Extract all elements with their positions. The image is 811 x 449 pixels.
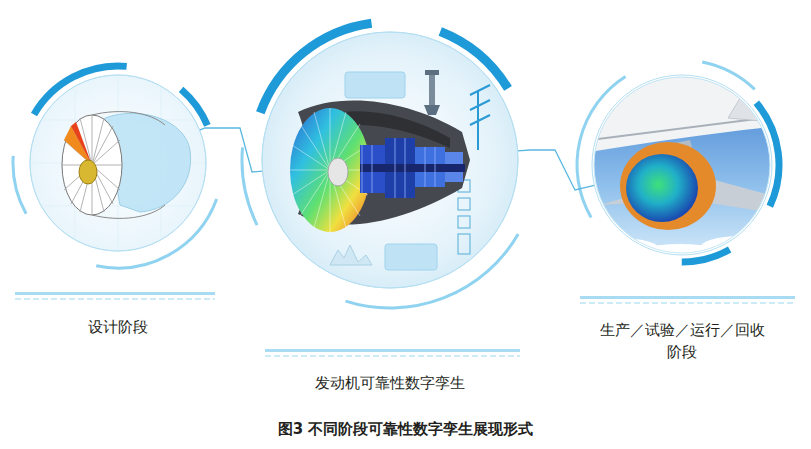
base-bar bbox=[580, 296, 795, 299]
twin-illustration bbox=[188, 0, 592, 362]
ui-buttons bbox=[458, 198, 470, 210]
ring-arc bbox=[545, 28, 811, 301]
ring-arc bbox=[0, 28, 253, 297]
tower-icon bbox=[429, 75, 435, 105]
cloud bbox=[580, 238, 660, 262]
operation-illustration bbox=[539, 22, 811, 309]
engine-inlet bbox=[626, 154, 698, 222]
ring-arc bbox=[0, 30, 251, 295]
figure-caption: 图3 不同阶段可靠性数字孪生展现形式 bbox=[0, 420, 811, 439]
twin-illustration bbox=[262, 32, 518, 288]
connector-line bbox=[200, 128, 263, 172]
info-panel bbox=[385, 244, 437, 270]
blade-row bbox=[362, 138, 435, 198]
connector-line bbox=[518, 150, 595, 190]
ui-lines bbox=[470, 85, 490, 150]
stage-label: 发动机可靠性数字孪生 bbox=[260, 372, 520, 394]
ui-buttons bbox=[458, 180, 470, 254]
stage-label: 生产／试验／运行／回收 阶段 bbox=[587, 319, 777, 363]
base-bar bbox=[265, 349, 520, 352]
ui-buttons bbox=[458, 216, 470, 228]
circle-outline bbox=[30, 75, 206, 251]
base-bar bbox=[15, 298, 215, 300]
twin-illustration bbox=[290, 70, 490, 270]
circle-outline bbox=[262, 32, 518, 288]
fuselage bbox=[590, 58, 780, 152]
circle-outline bbox=[262, 32, 518, 288]
fan-blade bbox=[62, 115, 122, 215]
grid-lines bbox=[30, 75, 206, 251]
circle-outline bbox=[592, 75, 772, 255]
base-bar bbox=[265, 355, 520, 357]
stress-wedge bbox=[71, 122, 92, 165]
fan-blade bbox=[290, 108, 370, 232]
design-illustration bbox=[0, 28, 253, 299]
operation-illustration bbox=[594, 77, 770, 253]
circle-outline bbox=[30, 75, 206, 251]
stage-label: 设计阶段 bbox=[38, 316, 198, 338]
ring-arc bbox=[188, 0, 592, 362]
shaft bbox=[360, 164, 465, 172]
ring-arc bbox=[213, 0, 567, 337]
chart-icon bbox=[330, 245, 372, 265]
ring-arc bbox=[539, 22, 811, 309]
info-panel bbox=[345, 72, 405, 98]
grid-lines bbox=[30, 75, 206, 251]
circle-outline bbox=[592, 75, 772, 255]
stage-label: 生产／试验／运行／回收 阶段 bbox=[587, 319, 777, 363]
ui-buttons bbox=[458, 234, 470, 254]
design-illustration bbox=[30, 75, 206, 251]
cloud bbox=[580, 236, 780, 268]
fan-disc bbox=[62, 115, 122, 215]
spinner-cone bbox=[79, 160, 97, 184]
nacelle bbox=[620, 142, 716, 230]
stage-circle: 生产／试验／运行／回收 阶段 bbox=[592, 75, 772, 255]
stage-label: 设计阶段 bbox=[38, 316, 198, 338]
base-bar bbox=[580, 302, 795, 304]
stage-label: 发动机可靠性数字孪生 bbox=[260, 372, 520, 394]
tower-icon bbox=[425, 70, 439, 75]
tower-icon bbox=[424, 70, 440, 115]
base-bar bbox=[15, 292, 215, 295]
spinner-cone bbox=[328, 158, 348, 186]
stage-circle: 发动机可靠性数字孪生 bbox=[262, 32, 518, 288]
fan-disc bbox=[290, 108, 370, 232]
stage-circle: 设计阶段 bbox=[30, 75, 206, 251]
tower-icon bbox=[424, 105, 440, 115]
